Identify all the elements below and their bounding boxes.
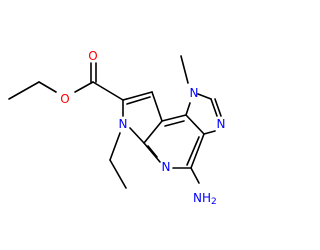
bond-c2-n3-inner xyxy=(214,98,222,117)
bond-c4-nh2 xyxy=(190,167,200,184)
bond-ethyl-ch3-ch2 xyxy=(8,81,40,100)
atom-n-imidazole-methyl: N xyxy=(190,86,199,100)
bond-c8-c8a xyxy=(151,91,163,122)
bond-n6-c5a xyxy=(129,127,145,144)
bond-ethyl2-ch2-ch3 xyxy=(109,159,127,189)
bond-c8a-c8b-inner xyxy=(164,120,185,127)
bond-carbonyl-c-ring xyxy=(92,81,124,101)
bond-n1-c2 xyxy=(197,93,212,100)
atom-o-carbonyl: O xyxy=(88,49,97,63)
bond-c8a-c8b xyxy=(161,114,187,122)
bond-c5a-c8a xyxy=(143,120,163,144)
atom-n-pyrrole: N xyxy=(119,117,128,131)
atom-nh2-subscript: 2 xyxy=(211,197,217,207)
bond-c8b-c3a xyxy=(185,114,205,135)
bond-c3a-c4 xyxy=(190,133,205,169)
bond-n1-methyl xyxy=(180,55,189,84)
bond-ethyl-ch2-o xyxy=(38,81,57,93)
molecule-structure: O O N N N N NH2 xyxy=(8,49,226,207)
atom-nh2-text: NH xyxy=(193,191,211,205)
bond-n6-ethyl-ch2 xyxy=(109,132,121,161)
atom-n-pyridine: N xyxy=(162,160,171,174)
bond-c7-c8-inner xyxy=(126,96,151,105)
bond-c7-c8 xyxy=(122,91,153,101)
bond-n5-c5a-inner xyxy=(147,145,158,158)
bond-c2-n3 xyxy=(210,98,218,117)
atom-o-ester: O xyxy=(60,92,69,106)
bond-c8b-n1 xyxy=(185,102,191,116)
bond-n5-c5a xyxy=(143,142,161,163)
bond-c3a-c4-inner xyxy=(186,136,200,166)
bond-o-carbonyl-c xyxy=(74,81,94,93)
atom-nh2: NH2 xyxy=(193,191,217,207)
atom-n-imidazole: N xyxy=(217,117,226,131)
bond-n3-c3a xyxy=(203,130,216,135)
